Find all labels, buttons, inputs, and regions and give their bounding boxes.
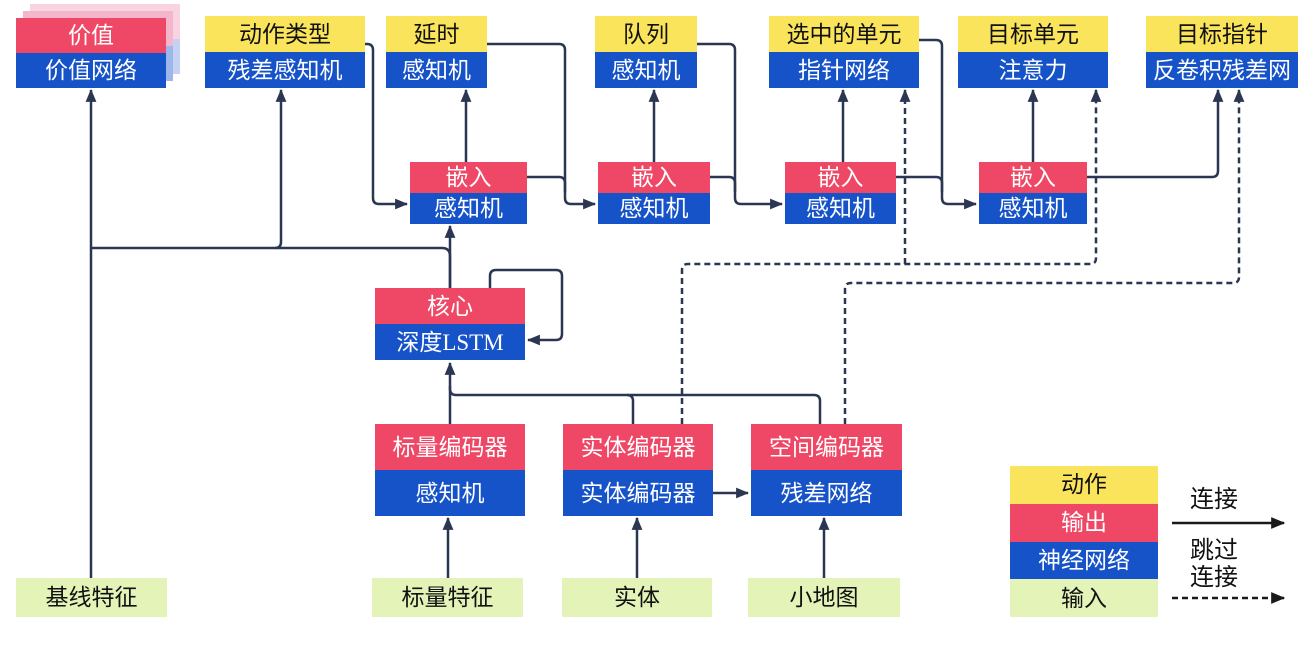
target-unit-network-label: 注意力 — [958, 52, 1108, 88]
entities-label: 实体 — [562, 578, 712, 617]
embed-1-label: 嵌入 — [410, 162, 527, 193]
legend-output-label: 输出 — [1010, 503, 1158, 542]
legend-connection-label: 连接 — [1190, 487, 1238, 513]
legend-input-label: 输入 — [1010, 579, 1158, 617]
delay-network-label: 感知机 — [386, 52, 487, 88]
edge-selected-units-to-embed4 — [919, 38, 978, 210]
legend-action-label: 动作 — [1010, 466, 1158, 504]
embed-3-label: 嵌入 — [785, 162, 896, 193]
embed-4-network-label: 感知机 — [979, 193, 1087, 224]
legend-skip-label-line2: 连接 — [1190, 565, 1238, 591]
embed-4-label: 嵌入 — [979, 162, 1087, 193]
node-scalar-encoder: 标量编码器 感知机 — [375, 424, 525, 516]
edge-core-trunk-left — [92, 246, 452, 288]
node-entity-encoder: 实体编码器 实体编码器 — [563, 424, 713, 516]
edge-embed2-merge — [710, 175, 737, 192]
baseline-features-label: 基线特征 — [16, 578, 167, 617]
embed-2-network-label: 感知机 — [598, 193, 710, 224]
node-spatial-encoder: 空间编码器 残差网络 — [751, 424, 902, 516]
spatial-encoder-network-label: 残差网络 — [751, 470, 902, 516]
edge-delay-to-embed2 — [487, 42, 597, 210]
input-entities: 实体 — [562, 578, 712, 617]
skip-entity-to-target-unit — [680, 88, 1102, 424]
edge-action-type-to-embed1 — [365, 42, 409, 210]
node-action-type: 动作类型 残差感知机 — [205, 16, 365, 88]
edge-entity-encoder-branch — [626, 393, 635, 424]
queue-network-label: 感知机 — [595, 52, 697, 88]
action-type-network-label: 残差感知机 — [205, 52, 365, 88]
node-delay: 延时 感知机 — [386, 16, 487, 88]
node-embed-4: 嵌入 感知机 — [979, 162, 1087, 224]
core-network-label: 深度LSTM — [375, 324, 525, 360]
delay-label: 延时 — [386, 16, 487, 52]
edge-embed3-merge — [896, 175, 944, 192]
node-embed-1: 嵌入 感知机 — [410, 162, 527, 224]
edge-embed1-merge — [527, 175, 567, 192]
scalar-encoder-network-label: 感知机 — [375, 470, 525, 516]
target-unit-label: 目标单元 — [958, 16, 1108, 52]
input-baseline-features: 基线特征 — [16, 578, 167, 617]
node-selected-units: 选中的单元 指针网络 — [769, 16, 919, 88]
spatial-encoder-label: 空间编码器 — [751, 424, 902, 470]
input-minimap: 小地图 — [748, 578, 900, 617]
scalar-features-label: 标量特征 — [372, 578, 523, 617]
action-type-label: 动作类型 — [205, 16, 365, 52]
node-embed-2: 嵌入 感知机 — [598, 162, 710, 224]
node-target-pointer: 目标指针 反卷积残差网 — [1146, 16, 1298, 88]
minimap-label: 小地图 — [748, 578, 900, 617]
node-value: 价值 价值网络 — [16, 18, 166, 88]
value-output-label: 价值 — [16, 18, 166, 53]
entity-encoder-label: 实体编码器 — [563, 424, 713, 470]
edge-trunk-to-action-type — [274, 88, 287, 250]
core-label: 核心 — [375, 288, 525, 324]
node-queue: 队列 感知机 — [595, 16, 697, 88]
node-target-unit: 目标单元 注意力 — [958, 16, 1108, 88]
value-network-label: 价值网络 — [16, 53, 166, 88]
entity-encoder-network-label: 实体编码器 — [563, 470, 713, 516]
input-scalar-features: 标量特征 — [372, 578, 523, 617]
queue-label: 队列 — [595, 16, 697, 52]
edge-spatial-encoder-trunk — [448, 386, 822, 424]
embed-2-label: 嵌入 — [598, 162, 710, 193]
edge-embed4-to-target-pointer — [1087, 88, 1224, 179]
node-embed-3: 嵌入 感知机 — [785, 162, 896, 224]
edge-queue-to-embed3 — [697, 42, 784, 210]
node-core: 核心 深度LSTM — [375, 288, 525, 360]
skip-spatial-to-target-pointer — [843, 88, 1245, 424]
selected-units-label: 选中的单元 — [769, 16, 919, 52]
selected-units-network-label: 指针网络 — [769, 52, 919, 88]
embed-1-network-label: 感知机 — [410, 193, 527, 224]
edge-core-self-loop — [488, 268, 564, 346]
legend-skip-label-line1: 跳过 — [1190, 538, 1238, 564]
legend-network-label: 神经网络 — [1010, 541, 1158, 580]
legend-color-table: 动作 输出 神经网络 输入 — [1010, 466, 1158, 617]
target-pointer-network-label: 反卷积残差网 — [1146, 52, 1298, 88]
target-pointer-label: 目标指针 — [1146, 16, 1298, 52]
embed-3-network-label: 感知机 — [785, 193, 896, 224]
scalar-encoder-label: 标量编码器 — [375, 424, 525, 470]
